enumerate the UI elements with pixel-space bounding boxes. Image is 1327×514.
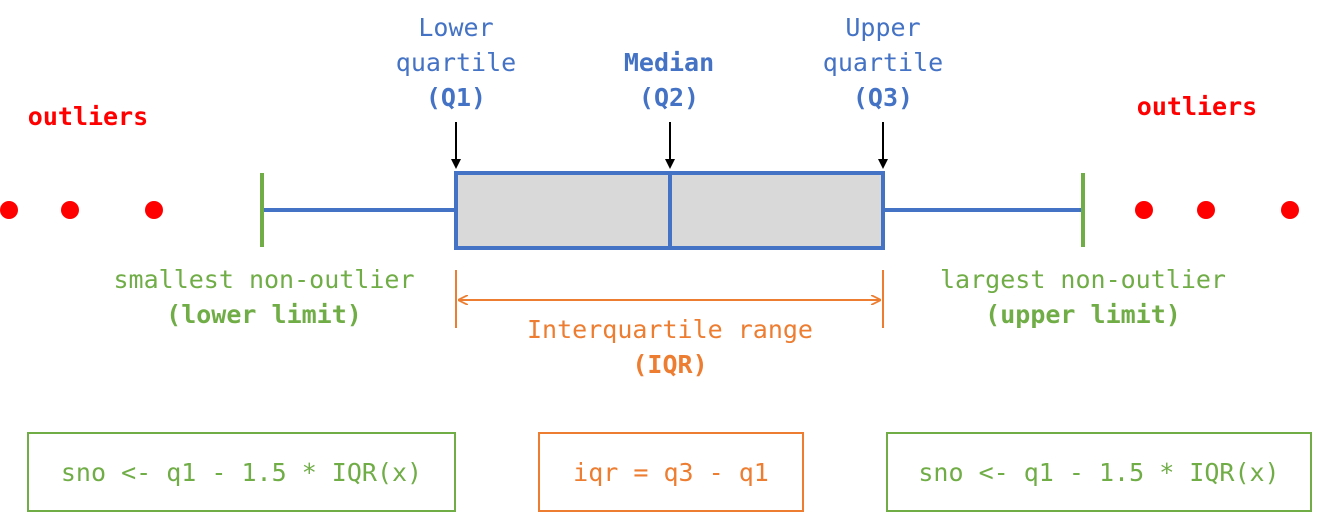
q2-code: (Q2) [638, 83, 700, 112]
iqr-formula-box: iqr = q3 - q1 [538, 432, 804, 512]
right-outlier-dot-1 [1135, 201, 1153, 219]
q3-code: (Q3) [852, 83, 914, 112]
iqr-label: Interquartile range (IQR) [527, 312, 813, 382]
q3-label-line1: Upper [845, 13, 921, 42]
q1-label-line1: Lower [418, 13, 494, 42]
q1-code: (Q1) [425, 83, 487, 112]
upper-limit-line1: largest non-outlier [940, 265, 1226, 294]
q3-label-line2: quartile [822, 48, 944, 77]
left-outlier-dot-3 [145, 201, 163, 219]
iqr-label-line2: (IQR) [632, 350, 708, 379]
outlier-dots [0, 201, 1299, 219]
iqr-label-line1: Interquartile range [527, 315, 813, 344]
lower-limit-label: smallest non-outlier (lower limit) [113, 262, 414, 332]
upper-limit-line2: (upper limit) [985, 300, 1181, 329]
lower-limit-formula-box: sno <- q1 - 1.5 * IQR(x) [27, 432, 456, 512]
left-outliers-label: outliers [27, 102, 149, 131]
lower-limit-line1: smallest non-outlier [113, 265, 415, 294]
right-outliers-label: outliers [1136, 92, 1258, 121]
median-label: Median (Q2) [624, 45, 714, 115]
left-outlier-dot-1 [0, 201, 18, 219]
q1-label: Lower quartile (Q1) [396, 10, 516, 115]
lower-limit-line2: (lower limit) [166, 300, 362, 329]
q3-label: Upper quartile (Q3) [823, 10, 943, 115]
right-outlier-dot-2 [1197, 201, 1215, 219]
left-outlier-dot-2 [61, 201, 79, 219]
median-title: Median [623, 48, 715, 77]
q1-label-line2: quartile [395, 48, 517, 77]
right-outlier-dot-3 [1281, 201, 1299, 219]
upper-limit-label: largest non-outlier (upper limit) [940, 262, 1226, 332]
upper-limit-formula-box: sno <- q1 - 1.5 * IQR(x) [886, 432, 1312, 512]
